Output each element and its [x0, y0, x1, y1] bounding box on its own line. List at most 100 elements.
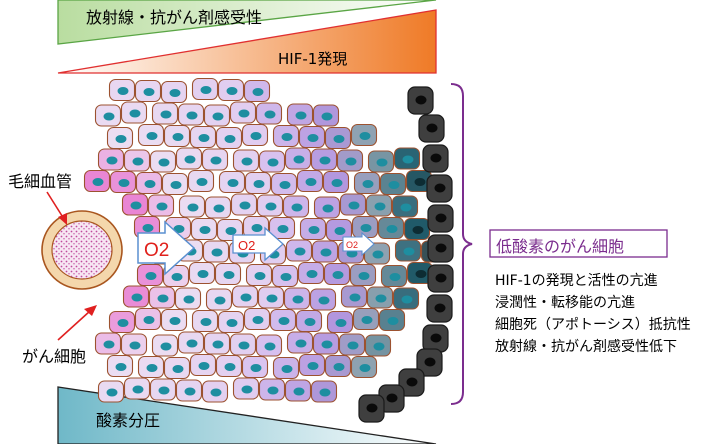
cell-nucleus	[361, 316, 373, 324]
cell-nucleus	[265, 202, 277, 211]
cell-nucleus	[318, 296, 330, 305]
hypoxic-feature-2: 浸潤性・転移能の亢進	[495, 295, 635, 311]
cell-nucleus	[212, 112, 224, 121]
cell-nucleus	[333, 363, 345, 371]
cell-nucleus	[264, 110, 276, 119]
capillary-pointer-arrow	[46, 191, 67, 225]
cell-nucleus	[132, 385, 144, 394]
cell-nucleus	[348, 201, 360, 210]
cell-nucleus	[238, 109, 250, 118]
cell-nucleus	[304, 318, 316, 326]
cell-nucleus	[240, 293, 252, 302]
cell-nucleus	[281, 365, 293, 373]
cell-nucleus	[424, 357, 436, 367]
cell-nucleus	[281, 133, 293, 141]
cell-nucleus	[402, 155, 414, 164]
cell-nucleus	[331, 179, 343, 187]
oxygen-pressure-label: 酸素分圧	[96, 411, 161, 430]
cell-nucleus	[332, 271, 344, 279]
cell-nucleus	[295, 111, 307, 120]
o2-arrow-small: O2	[342, 231, 375, 257]
cell-nucleus	[347, 341, 359, 350]
hypoxic-label-box	[489, 229, 668, 258]
cell-nucleus	[307, 134, 319, 142]
cell-nucleus	[186, 339, 198, 348]
capillary	[41, 210, 123, 290]
cell-nucleus	[435, 273, 447, 283]
hypoxic-region-bracket	[450, 83, 473, 405]
cell-nucleus	[406, 377, 418, 387]
cell-nucleus	[279, 181, 291, 189]
cell-nucleus	[214, 296, 226, 305]
cell-nucleus	[187, 203, 199, 212]
cell-nucleus	[197, 270, 209, 278]
cancer-cell-pointer-arrow	[57, 305, 97, 341]
hypoxic-feature-4: 放射線・抗がん剤感受性低下	[495, 339, 677, 355]
cell-nucleus	[210, 156, 222, 165]
cell-nucleus	[430, 153, 442, 163]
cell-nucleus	[345, 157, 357, 166]
radio-chemo-sensitivity-wedge	[57, 0, 437, 45]
cell-nucleus	[400, 203, 412, 212]
cell-nucleus	[294, 247, 306, 256]
cancer-cell-label: がん細胞	[22, 347, 87, 366]
cell-nucleus	[143, 316, 155, 324]
cell-nucleus	[118, 179, 130, 187]
cell-nucleus	[292, 295, 304, 304]
cell-nucleus	[293, 387, 305, 396]
cell-nucleus	[225, 227, 237, 235]
cell-nucleus	[250, 364, 262, 372]
cell-nucleus	[103, 340, 115, 349]
cell-nucleus	[115, 135, 127, 143]
cell-nucleus	[403, 247, 415, 256]
cell-nucleus	[142, 224, 154, 232]
cell-nucleus	[252, 88, 264, 96]
cell-nucleus	[435, 213, 447, 223]
cell-nucleus	[264, 342, 276, 351]
cell-nucleus	[172, 133, 184, 141]
hypoxic-feature-3: 細胞死（アポトーシス）抵抗性	[495, 317, 691, 333]
cell-nucleus	[387, 317, 399, 325]
cell-nucleus	[169, 89, 181, 97]
cell-nucleus	[160, 342, 172, 351]
cell-nucleus	[319, 388, 331, 397]
oxygen-pressure-wedge	[57, 386, 437, 444]
cell-nucleus	[198, 134, 210, 142]
cell-nucleus	[144, 180, 156, 188]
cell-nucleus	[184, 155, 196, 164]
cell-nucleus	[200, 318, 212, 326]
cell-nucleus	[401, 295, 413, 304]
cell-nucleus	[415, 270, 427, 278]
cell-nucleus	[129, 341, 141, 350]
cell-nucleus	[171, 273, 183, 281]
cell-nucleus	[252, 316, 264, 324]
hif1-expression-label: HIF-1発現	[278, 50, 348, 68]
cell-nucleus	[278, 317, 290, 325]
cell-nucleus	[333, 135, 345, 143]
cell-nucleus	[92, 178, 104, 186]
cell-nucleus	[199, 226, 211, 234]
cell-nucleus	[172, 365, 184, 373]
cell-nucleus	[212, 340, 224, 349]
cell-nucleus	[106, 156, 118, 165]
cell-nucleus	[226, 87, 238, 95]
cell-nucleus	[224, 363, 236, 371]
cell-nucleus	[241, 385, 253, 394]
cell-nucleus	[319, 156, 331, 165]
cell-nucleus	[211, 248, 223, 257]
cell-nucleus	[115, 363, 127, 371]
cell-nucleus	[305, 178, 317, 186]
cell-nucleus	[321, 112, 333, 121]
hif1-expression-wedge	[57, 9, 437, 74]
cell-nucleus	[372, 250, 384, 259]
cell-nucleus	[227, 179, 239, 187]
cell-nucleus	[386, 393, 398, 403]
cell-nucleus	[223, 271, 235, 279]
cell-nucleus	[291, 203, 303, 212]
cell-nucleus	[359, 132, 371, 140]
cell-nucleus	[267, 386, 279, 395]
cell-nucleus	[435, 243, 447, 253]
cell-nucleus	[129, 109, 141, 118]
cell-nucleus	[239, 201, 251, 210]
cell-nucleus	[307, 362, 319, 370]
